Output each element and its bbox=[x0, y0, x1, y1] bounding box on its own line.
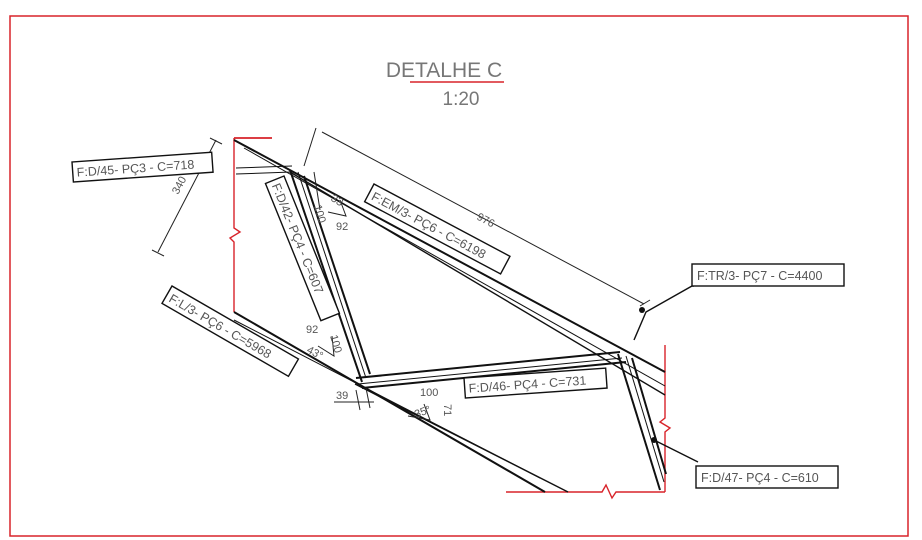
dim-39: 39 bbox=[336, 390, 348, 402]
dim-100-right: 100 bbox=[420, 387, 438, 399]
dim-100-top: 100 bbox=[311, 204, 328, 225]
svg-text:F:EM/3- PÇ6 - C=6198: F:EM/3- PÇ6 - C=6198 bbox=[369, 189, 488, 261]
angle-35: 35° bbox=[413, 404, 433, 421]
angle-box-33 bbox=[327, 199, 347, 217]
dim-92-bottom: 92 bbox=[306, 324, 318, 336]
label-l3: F:L/3- PÇ6 - C=5968 bbox=[161, 285, 300, 378]
label-d47: F:D/47- PÇ4 - C=610 bbox=[695, 465, 839, 489]
diagonal-d47 bbox=[617, 353, 667, 491]
leader-tr3 bbox=[633, 285, 694, 341]
diagonal-d46 bbox=[355, 351, 627, 389]
dimension-lines bbox=[151, 127, 651, 421]
angle-box-43 bbox=[317, 335, 335, 357]
dim-71: 71 bbox=[441, 404, 453, 416]
leader-lines bbox=[633, 285, 699, 463]
angle-43: 43° bbox=[305, 344, 325, 362]
dim-33: 33 bbox=[328, 192, 345, 209]
angle-box-35 bbox=[407, 403, 431, 421]
svg-text:F:D/47- PÇ4 - C=610: F:D/47- PÇ4 - C=610 bbox=[701, 471, 819, 485]
leader-d47 bbox=[653, 439, 699, 463]
diagonal-d42 bbox=[289, 169, 371, 383]
dim-976: 976 bbox=[475, 211, 497, 230]
detail-title: DETALHE C bbox=[386, 59, 502, 82]
label-tr3: F:TR/3- PÇ7 - C=4400 bbox=[691, 263, 845, 287]
leader-dot-d47 bbox=[651, 437, 657, 443]
dim-340: 340 bbox=[170, 175, 189, 197]
dim-100-bottom: 100 bbox=[327, 334, 344, 355]
label-d45: F:D/45- PÇ3 - C=718 bbox=[71, 151, 214, 183]
detail-scale: 1:20 bbox=[443, 89, 480, 110]
break-lines bbox=[228, 137, 672, 500]
svg-text:F:TR/3- PÇ7 - C=4400: F:TR/3- PÇ7 - C=4400 bbox=[697, 269, 822, 283]
left-vertical-break bbox=[228, 138, 242, 312]
drawing-frame bbox=[9, 15, 909, 537]
bottom-break bbox=[506, 483, 665, 500]
svg-text:F:D/42- PÇ4 - C=607: F:D/42- PÇ4 - C=607 bbox=[269, 181, 326, 295]
right-vertical-break bbox=[658, 345, 672, 492]
dim-976-line bbox=[321, 131, 645, 305]
bottom-chord bbox=[233, 311, 569, 493]
label-d46: F:D/46- PÇ4 - C=731 bbox=[463, 367, 608, 399]
leader-dot-tr3 bbox=[639, 307, 645, 313]
dim-92-top: 92 bbox=[336, 221, 348, 233]
